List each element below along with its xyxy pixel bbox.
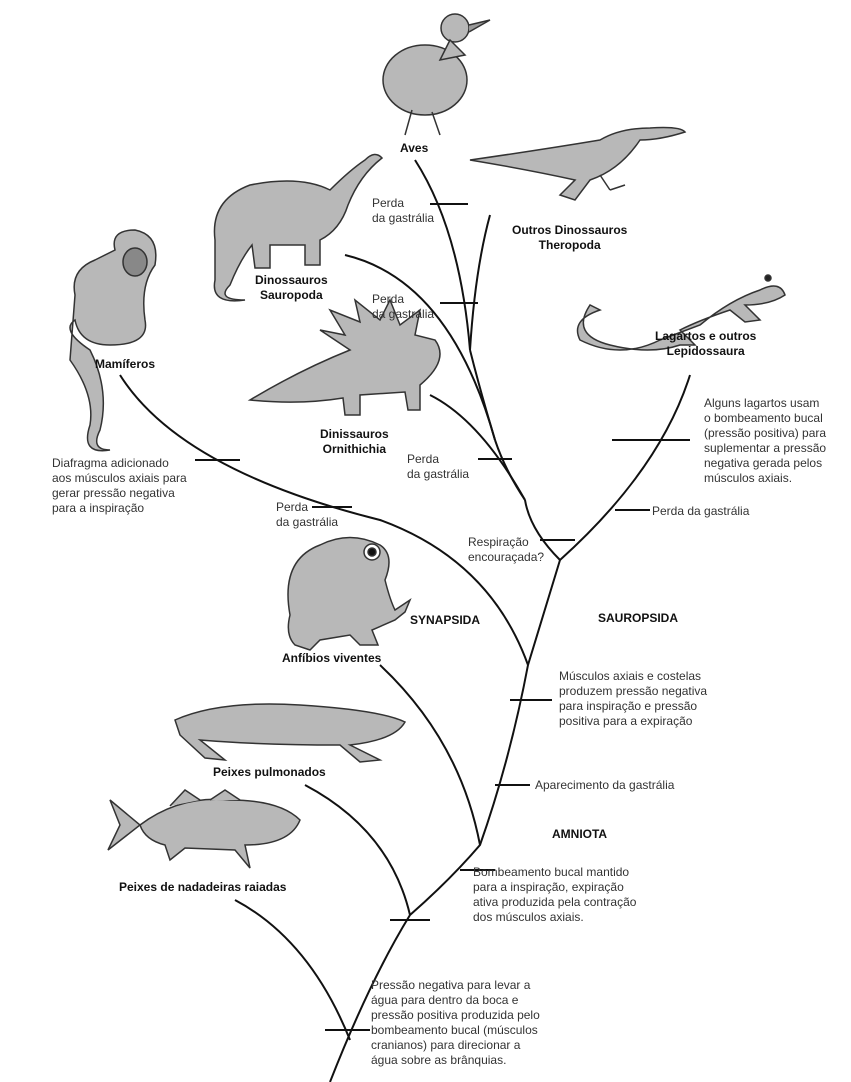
stegosaur-illustration: [247, 298, 441, 416]
theropod-illustration: [469, 126, 687, 201]
lungfish-illustration: [174, 703, 407, 763]
note-perda-lagartos: Perda da gastrália: [652, 504, 750, 518]
branch-saurischia-rest: [469, 349, 496, 441]
note-diafragma: Diafragma adicionado aos músculos axiais…: [52, 456, 187, 515]
taxon-mamiferos: Mamíferos: [95, 357, 156, 371]
clade-synapsida: SYNAPSIDA: [410, 613, 481, 627]
branch-theropoda: [469, 214, 491, 351]
taxon-theropoda: Outros Dinossauros Theropoda: [512, 223, 628, 252]
note-musculos-axiais: Músculos axiais e costelas produzem pres…: [559, 669, 708, 728]
note-perda-ornithichia: Perda da gastrália: [407, 452, 470, 481]
branch-dinosauria: [494, 439, 526, 501]
branch-lepidosauria: [559, 374, 691, 561]
bird-illustration: [382, 13, 491, 136]
taxon-ornithichia: Dinissauros Ornithichia: [320, 427, 389, 456]
taxon-raiadas: Peixes de nadadeiras raiadas: [119, 880, 287, 894]
note-lagartos-bucal: Alguns lagartos usam o bombeamento bucal…: [704, 396, 827, 485]
note-bucal-mantido: Bombeamento bucal mantido para a inspira…: [473, 865, 637, 924]
mammal-illustration: [69, 229, 157, 452]
rayfinned-fish-illustration: [107, 789, 301, 869]
taxon-pulmonados: Peixes pulmonados: [213, 765, 326, 779]
taxon-anfibios: Anfíbios viventes: [282, 651, 382, 665]
sauropod-illustration: [213, 153, 384, 302]
note-perda-aves: Perda da gastrália: [372, 196, 435, 225]
clade-sauropsida: SAUROPSIDA: [598, 611, 679, 625]
note-perda-sauropoda: Perda da gastrália: [372, 292, 435, 321]
taxon-aves: Aves: [400, 141, 429, 155]
branch-sauropoda: [344, 254, 496, 441]
note-pressao-negativa: Pressão negativa para levar a água para …: [371, 978, 540, 1067]
note-gastralia: Aparecimento da gastrália: [535, 778, 675, 792]
branch-ornithichia: [429, 394, 526, 501]
frog-illustration: [287, 536, 412, 651]
branch-anfibios: [379, 664, 481, 846]
lizard-illustration: [576, 274, 786, 351]
taxon-sauropoda: Dinossauros Sauropoda: [255, 273, 328, 302]
branch-raiadas: [234, 899, 351, 1041]
branch-aves: [414, 159, 471, 351]
note-respiracao: Respiração encouraçada?: [468, 535, 545, 564]
branch-pulmonados: [304, 784, 411, 916]
branch-mamiferos: [119, 374, 529, 666]
character-ticks: [195, 203, 690, 1031]
taxon-lepidosauria: Lagartos e outros Lepidossaura: [655, 329, 757, 358]
branch-archosauria: [524, 499, 561, 561]
note-perda-mamiferos: Perda da gastrália: [276, 500, 339, 529]
clade-amniota: AMNIOTA: [552, 827, 608, 841]
